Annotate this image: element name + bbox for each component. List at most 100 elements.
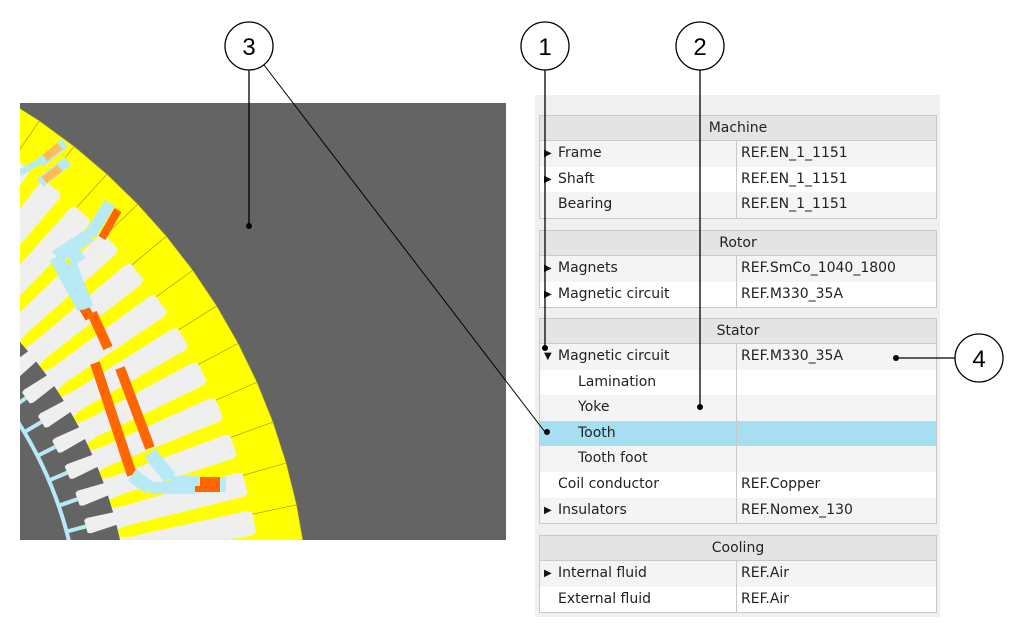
tree-row[interactable]: ▶ Frame REF.EN_1_1151 <box>540 141 936 167</box>
material-value[interactable]: REF.EN_1_1151 <box>741 145 848 161</box>
coil-insulator <box>127 469 155 494</box>
material-value[interactable] <box>737 370 936 396</box>
stator-tooth[interactable] <box>20 180 61 320</box>
name-cell: External fluid <box>540 586 737 613</box>
expand-arrow-icon[interactable]: ▶ <box>544 173 552 185</box>
tooth-region[interactable] <box>20 103 40 274</box>
material-value[interactable]: REF.M330_35A <box>741 348 844 364</box>
callout-2-label: 2 <box>693 34 706 61</box>
group-header: Machine <box>540 116 936 141</box>
stator-tooth[interactable] <box>52 362 207 453</box>
material-value[interactable]: REF.M330_35A <box>741 285 844 302</box>
name-cell: Lamination <box>540 369 737 396</box>
expand-arrow-icon[interactable]: ▶ <box>544 504 552 516</box>
expand-arrow-icon[interactable]: ▶ <box>544 288 552 300</box>
material-value[interactable]: REF.EN_1_1151 <box>741 170 848 187</box>
tree-row[interactable]: Yoke <box>540 395 936 421</box>
tree-row[interactable]: Tooth foot <box>540 446 936 472</box>
tooth-spoke <box>36 445 57 458</box>
material-value[interactable]: REF.SmCo_1040_1800 <box>741 260 896 276</box>
row-name: Magnets <box>558 260 618 276</box>
material-value[interactable]: REF.Air <box>741 590 790 607</box>
material-value[interactable] <box>737 421 936 447</box>
group-header: Stator <box>540 319 936 344</box>
coil-insulator <box>66 248 86 266</box>
tooth-spoke <box>57 497 79 508</box>
material-value[interactable]: REF.Copper <box>741 475 821 492</box>
slot-opening <box>45 412 80 440</box>
tree-row[interactable]: Bearing REF.EN_1_1151 <box>540 192 936 218</box>
row-name: Frame <box>558 145 602 161</box>
stator-tooth[interactable] <box>22 295 167 404</box>
coil-conductor <box>41 164 63 184</box>
name-cell: ▶ Shaft <box>540 166 737 193</box>
name-cell: Yoke <box>540 395 737 421</box>
expand-arrow-icon[interactable]: ▶ <box>544 568 552 579</box>
row-name: Magnetic circuit <box>558 285 670 302</box>
name-cell: ▶ Magnets <box>540 256 737 282</box>
tree-row[interactable]: Lamination <box>540 369 936 396</box>
group-header: Cooling <box>540 536 936 561</box>
tree-row[interactable]: ▶ Shaft REF.EN_1_1151 <box>540 166 936 193</box>
stator-coils <box>20 139 226 540</box>
coil-conductor <box>42 142 63 162</box>
motor-cross-section[interactable] <box>20 103 506 540</box>
coil-insulator <box>84 199 116 239</box>
row-name: Magnetic circuit <box>558 348 670 364</box>
material-value[interactable]: REF.Air <box>741 565 790 581</box>
name-cell: Bearing <box>540 192 737 218</box>
tree-row[interactable]: ▶ Magnets REF.SmCo_1040_1800 <box>540 256 936 282</box>
slot-opening <box>87 524 121 540</box>
coil-insulator <box>144 448 176 483</box>
tree-row[interactable]: External fluid REF.Air <box>540 586 936 613</box>
tooth-spoke <box>20 396 28 405</box>
group-stator: Stator ▼ Magnetic circuit REF.M330_35A Lamin… <box>539 318 937 525</box>
material-value[interactable] <box>737 446 936 472</box>
row-name: Lamination <box>578 373 657 390</box>
tree-row[interactable]: ▶ Magnetic circuit REF.M330_35A <box>540 281 936 308</box>
name-cell: Coil conductor <box>540 471 737 498</box>
row-name: Bearing <box>558 196 613 213</box>
material-value[interactable]: REF.EN_1_1151 <box>741 196 848 213</box>
stator-tooth[interactable] <box>20 263 144 381</box>
coil-conductor <box>87 310 113 351</box>
material-value[interactable] <box>737 395 936 421</box>
row-name: Coil conductor <box>558 475 659 492</box>
slot-opening <box>70 466 104 492</box>
tree-row[interactable]: ▼ Magnetic circuit REF.M330_35A <box>540 344 936 370</box>
name-cell: ▶ Magnetic circuit <box>540 281 737 308</box>
coil-conductor <box>90 361 137 477</box>
callout-3-label: 3 <box>242 34 255 61</box>
tree-row[interactable]: Coil conductor REF.Copper <box>540 471 936 498</box>
expand-arrow-icon[interactable]: ▶ <box>544 148 552 159</box>
tooth-spoke <box>66 524 87 534</box>
material-value[interactable]: REF.Nomex_130 <box>741 501 853 518</box>
coil-insulator <box>52 229 94 263</box>
tooth-spoke <box>48 470 69 483</box>
row-name: Shaft <box>558 170 595 187</box>
row-name: Tooth foot <box>578 450 648 467</box>
collapse-arrow-icon[interactable]: ▼ <box>544 351 552 362</box>
tree-row[interactable]: Tooth <box>540 420 936 447</box>
stator-tooth[interactable] <box>91 511 257 540</box>
slot-opening <box>58 438 93 466</box>
expand-arrow-icon[interactable]: ▶ <box>544 263 552 274</box>
row-name: Internal fluid <box>558 565 647 581</box>
slot-opening <box>20 342 29 358</box>
name-cell: Tooth <box>540 420 737 447</box>
stator-tooth[interactable] <box>38 328 189 428</box>
row-name: Tooth <box>578 424 616 441</box>
callout-1-label: 1 <box>538 34 551 61</box>
coil-conductor <box>115 366 155 450</box>
name-cell: ▶ Frame <box>540 141 737 167</box>
row-name: External fluid <box>558 590 652 607</box>
tree-row[interactable]: ▶ Internal fluid REF.Air <box>540 561 936 587</box>
slot-opening <box>20 361 47 392</box>
coil-insulator <box>64 260 94 311</box>
name-cell: ▶ Internal fluid <box>540 561 737 587</box>
